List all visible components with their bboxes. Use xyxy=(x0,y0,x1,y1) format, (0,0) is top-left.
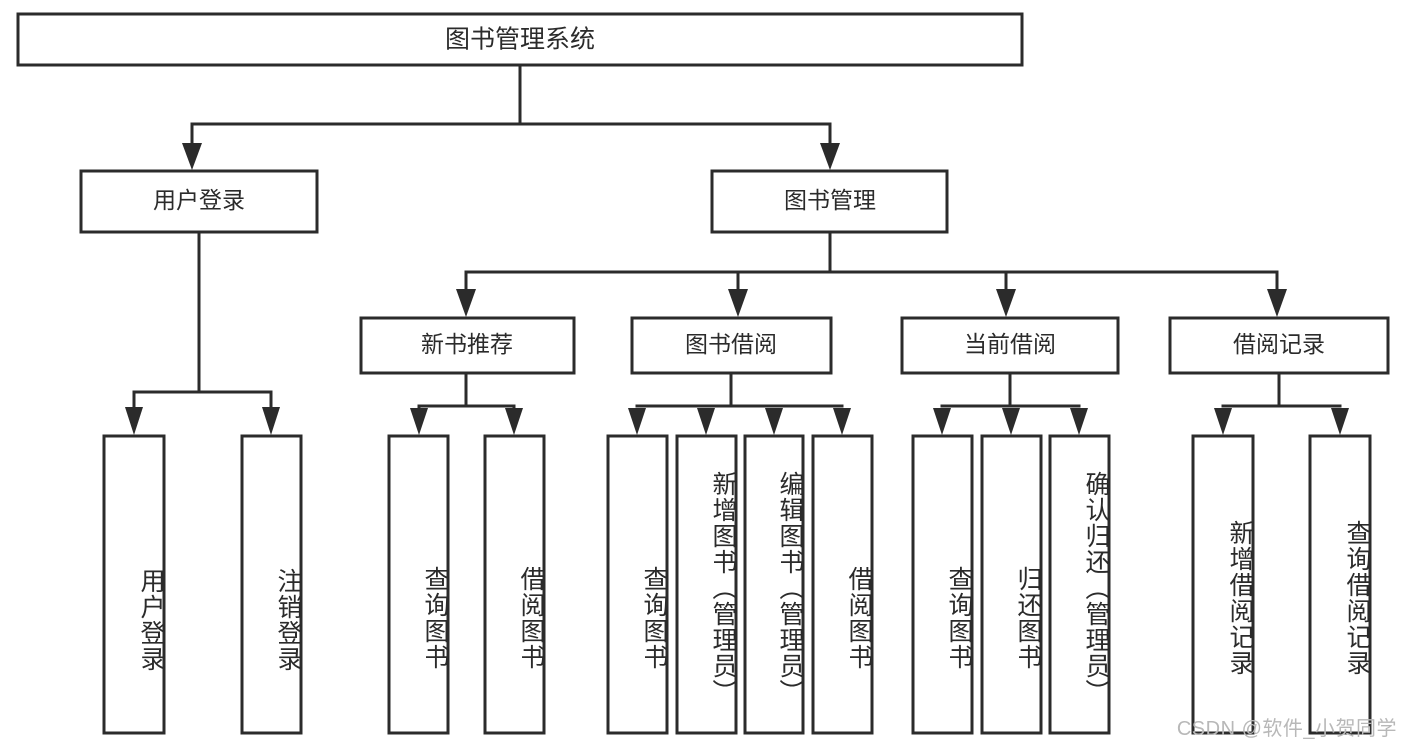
node-borrow-record-label: 借阅记录 xyxy=(1233,331,1325,357)
node-root[interactable]: 图书管理系统 xyxy=(16,12,1024,67)
connector-group-user-login xyxy=(125,230,280,435)
arrow-head-leaf-query-borrow-record xyxy=(1331,408,1349,435)
arrow-head-leaf-borrow-book xyxy=(833,408,851,435)
node-book-borrow-box[interactable] xyxy=(630,316,833,375)
connector-group-book-borrow xyxy=(628,371,851,435)
arrow-head-leaf-add-book xyxy=(697,408,715,435)
arrow-head-book-manage xyxy=(820,143,840,170)
leaf-box-query-borrow-record[interactable] xyxy=(1308,434,1372,735)
arrow-head-new-book-rec xyxy=(456,289,476,317)
node-book-manage-box[interactable] xyxy=(710,169,949,234)
leaf-box-add-borrow-record[interactable] xyxy=(1191,434,1255,735)
node-new-book-rec[interactable]: 新书推荐 xyxy=(359,316,576,375)
arrow-head-leaf-add-borrow-record xyxy=(1214,408,1232,435)
connector-group-borrow-record xyxy=(1214,371,1349,435)
node-user-login-box[interactable] xyxy=(79,169,319,234)
arrow-head-leaf-user-login xyxy=(125,407,143,435)
leaf-box-user-login[interactable] xyxy=(102,434,166,735)
connector-group-current-borrow xyxy=(933,371,1088,435)
node-book-manage[interactable]: 图书管理 xyxy=(710,169,949,234)
arrow-head-leaf-borrow-book-rec xyxy=(505,408,523,435)
node-borrow-record[interactable]: 借阅记录 xyxy=(1168,316,1390,375)
node-user-login-label: 用户登录 xyxy=(153,187,245,213)
leaf-box-return-book[interactable] xyxy=(980,434,1043,735)
arrow-head-current-borrow xyxy=(996,289,1016,317)
leaf-box-user-logout[interactable] xyxy=(240,434,303,735)
leaf-box-borrow-book-rec[interactable] xyxy=(483,434,546,735)
arrow-head-leaf-user-logout xyxy=(262,407,280,435)
arrow-head-book-borrow xyxy=(728,289,748,317)
arrow-head-leaf-edit-book xyxy=(765,408,783,435)
arrow-head-user-login xyxy=(182,143,202,170)
arrow-head-leaf-query-book-rec xyxy=(410,408,428,435)
connector-group-book-manage xyxy=(456,230,1287,317)
node-root-box[interactable] xyxy=(16,12,1024,67)
leaf-box-query-book-borrow[interactable] xyxy=(606,434,669,735)
arrow-head-leaf-confirm-return xyxy=(1070,408,1088,435)
node-current-borrow-box[interactable] xyxy=(900,316,1120,375)
connector-group-new-book-rec xyxy=(410,371,523,435)
node-root-label: 图书管理系统 xyxy=(445,26,595,54)
node-book-borrow-label: 图书借阅 xyxy=(685,331,777,357)
csdn-watermark: CSDN @软件_小贺同学 xyxy=(1176,718,1397,740)
leaf-box-query-book-current[interactable] xyxy=(911,434,974,735)
connector-group-root xyxy=(182,63,840,170)
node-borrow-record-box[interactable] xyxy=(1168,316,1390,375)
node-current-borrow-label: 当前借阅 xyxy=(964,331,1056,357)
arrow-head-leaf-query-book-borrow xyxy=(628,408,646,435)
node-user-login[interactable]: 用户登录 xyxy=(79,169,319,234)
node-current-borrow[interactable]: 当前借阅 xyxy=(900,316,1120,375)
leaf-box-confirm-return[interactable] xyxy=(1048,434,1111,735)
leaf-box-query-book-rec[interactable] xyxy=(387,434,450,735)
node-new-book-rec-box[interactable] xyxy=(359,316,576,375)
arrow-head-leaf-return-book xyxy=(1002,408,1020,435)
node-book-manage-label: 图书管理 xyxy=(784,187,876,213)
leaf-box-borrow-book[interactable] xyxy=(811,434,874,735)
arrow-head-leaf-query-book-current xyxy=(933,408,951,435)
arrow-head-borrow-record xyxy=(1267,289,1287,317)
leaf-box-edit-book[interactable] xyxy=(743,434,805,735)
node-new-book-rec-label: 新书推荐 xyxy=(421,331,513,357)
node-book-borrow[interactable]: 图书借阅 xyxy=(630,316,833,375)
leaf-box-add-book[interactable] xyxy=(675,434,738,735)
